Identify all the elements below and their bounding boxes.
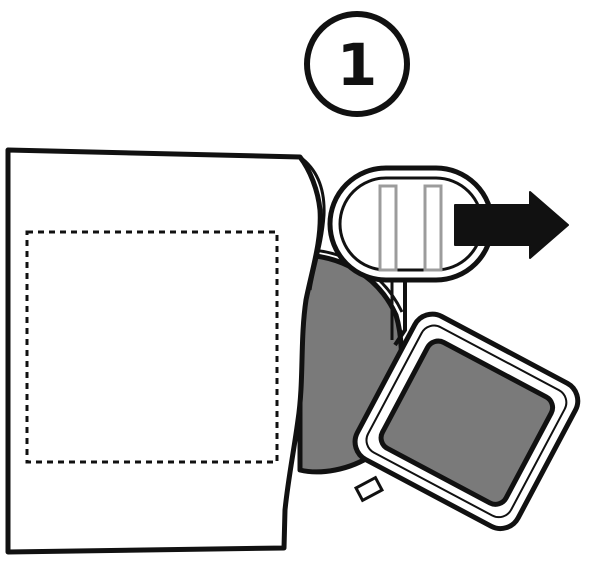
pull-tab[interactable] — [327, 165, 495, 283]
tab-stripe-left — [378, 184, 398, 272]
tab-stripe-right — [423, 184, 443, 272]
step-number: 1 — [337, 31, 377, 99]
connector-plug — [353, 475, 385, 503]
pull-direction-arrow-icon — [454, 191, 569, 259]
front-pad — [352, 311, 581, 532]
label-area — [25, 230, 279, 464]
step-badge: 1 — [304, 11, 410, 117]
package — [5, 147, 326, 555]
